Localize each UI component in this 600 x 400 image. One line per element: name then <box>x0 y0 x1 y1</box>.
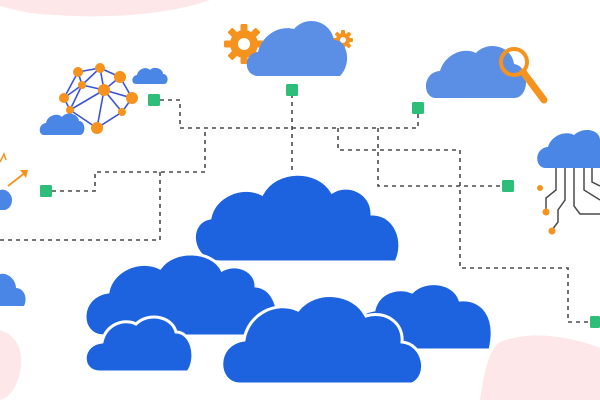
pink-blob-bottom <box>480 335 600 400</box>
connection-lines <box>0 94 594 323</box>
cloud-icon <box>83 315 195 374</box>
connector-network-cloud <box>160 99 419 129</box>
connector-left-node <box>52 128 206 192</box>
cloud-icon <box>537 129 600 168</box>
connector-right-bottom <box>337 128 594 323</box>
gear-icon <box>224 24 264 64</box>
node-square <box>40 185 52 197</box>
cloud-icon <box>193 172 402 264</box>
node-square <box>412 102 424 114</box>
pink-blob-top <box>0 0 210 17</box>
pink-blob-left <box>0 330 22 400</box>
trend-arrow-icon <box>0 152 28 187</box>
cloud-icon <box>0 189 12 210</box>
node-square <box>590 316 600 328</box>
gear-icon <box>333 30 353 50</box>
magnifier-icon <box>499 47 548 104</box>
circuit-icon <box>545 168 600 231</box>
cloud-icon <box>220 294 424 386</box>
cloud-icon <box>0 273 26 306</box>
cloud-icon <box>39 113 85 135</box>
connector-right-node <box>377 128 508 187</box>
node-square <box>502 180 514 192</box>
cloud-icon <box>83 252 280 338</box>
cloud-icon <box>246 21 348 76</box>
cloud-icon <box>132 67 168 84</box>
main-cloud-cluster <box>83 172 494 386</box>
connection-nodes <box>40 84 600 328</box>
circuit-icon <box>537 185 556 235</box>
connector-left-bottom <box>0 172 161 241</box>
network-graph-icon <box>59 63 138 134</box>
node-square <box>286 84 298 96</box>
cloud-icon <box>425 46 526 98</box>
node-square <box>148 94 160 106</box>
